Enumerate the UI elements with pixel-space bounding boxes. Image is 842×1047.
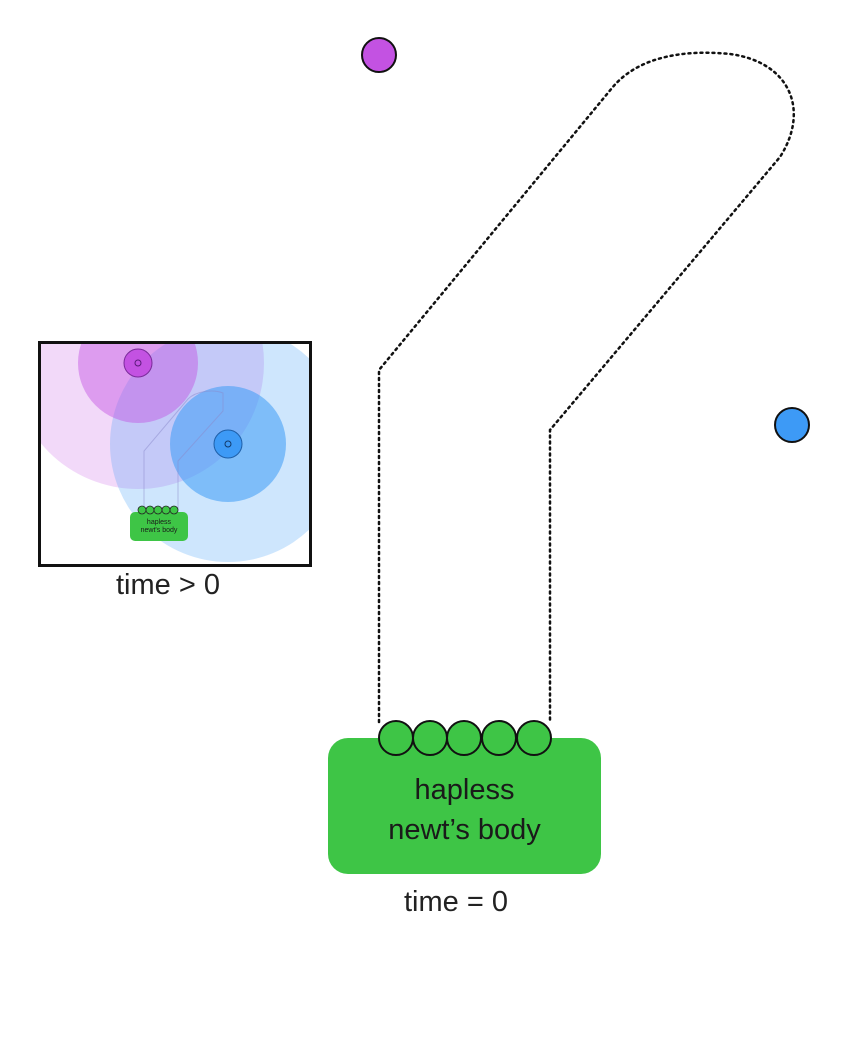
inset-body-label-line1: hapless: [146, 518, 172, 526]
blue-dot: [774, 407, 810, 443]
segment-circle: [412, 720, 448, 756]
inset-newt-body: hapless newt's body: [130, 512, 188, 541]
segment-circle: [446, 720, 482, 756]
segment-circle: [378, 720, 414, 756]
body-label-line2: newt’s body: [388, 814, 541, 846]
newt-body: hapless newt’s body: [328, 738, 601, 874]
magenta-dot: [361, 37, 397, 73]
inset-body-label-line2: newt's body: [140, 526, 178, 534]
segment-circle: [516, 720, 552, 756]
segment-circle: [481, 720, 517, 756]
body-label-line1: hapless: [414, 774, 515, 806]
inset-field-circles: [41, 344, 309, 562]
main-caption: time = 0: [404, 886, 508, 918]
inset-panel: hapless newt's body: [38, 341, 312, 567]
inset-segment-circles: [137, 505, 179, 515]
inset-caption: time > 0: [116, 569, 220, 601]
